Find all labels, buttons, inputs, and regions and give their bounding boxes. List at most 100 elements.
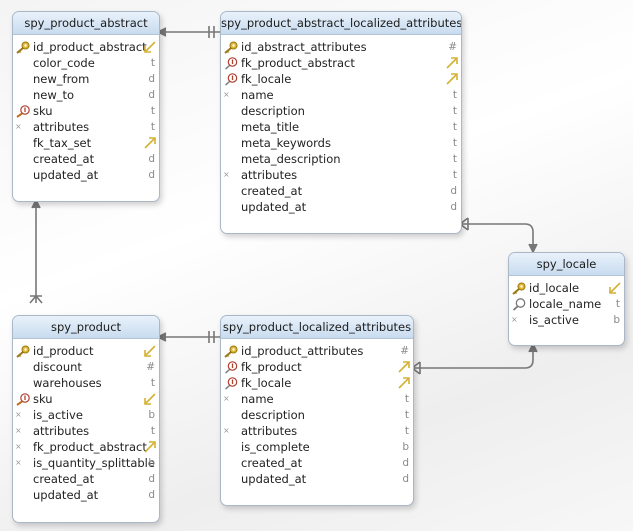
- not-null-icon: ×: [511, 315, 518, 324]
- foreign-key-arrow-icon: [446, 73, 458, 85]
- column-row[interactable]: id_product_abstract: [13, 39, 159, 55]
- foreign-key-arrow-icon: [446, 57, 458, 69]
- column-type: t: [150, 377, 155, 389]
- index-icon: [223, 72, 239, 86]
- blank-icon: [15, 88, 31, 102]
- table-abstract-loc[interactable]: spy_product_abstract_localized_attribute…: [220, 11, 462, 234]
- blank-icon: [223, 104, 239, 118]
- column-row[interactable]: meta_description t: [221, 151, 461, 167]
- column-row[interactable]: id_abstract_attributes#: [221, 39, 461, 55]
- blank-icon: [15, 488, 31, 502]
- table-title[interactable]: spy_product_abstract_localized_attribute…: [221, 12, 461, 35]
- column-row[interactable]: sku: [13, 391, 159, 407]
- link-abstract-loc-to-locale: [460, 223, 534, 252]
- not-null-icon: ×: [15, 458, 22, 467]
- column-row[interactable]: locale_name t: [509, 296, 624, 312]
- column-type: b: [148, 457, 155, 469]
- column-name: sku: [33, 104, 53, 118]
- blank-icon: [15, 168, 31, 182]
- column-row[interactable]: fk_product: [221, 359, 413, 375]
- column-name: attributes: [33, 424, 90, 438]
- column-row[interactable]: discount#: [13, 359, 159, 375]
- column-type: t: [452, 89, 457, 101]
- column-row[interactable]: fk_tax_set: [13, 135, 159, 151]
- column-row[interactable]: fk_locale: [221, 71, 461, 87]
- column-name: meta_keywords: [241, 136, 331, 150]
- table-title[interactable]: spy_product_localized_attributes: [221, 316, 413, 339]
- blank-icon: [15, 56, 31, 70]
- column-name: is_active: [529, 313, 579, 327]
- column-name: fk_tax_set: [33, 136, 92, 150]
- index-icon: [223, 376, 239, 390]
- foreign-key-arrow-icon: [144, 137, 156, 149]
- unique-icon: [15, 392, 31, 406]
- foreign-key-arrow-icon: [398, 361, 410, 373]
- column-type: t: [615, 298, 620, 310]
- key-arrow-icon: [144, 345, 156, 357]
- blank-icon: [223, 152, 239, 166]
- column-row[interactable]: fk_locale: [221, 375, 413, 391]
- column-row[interactable]: fk_product_abstract: [221, 55, 461, 71]
- table-title[interactable]: spy_product: [13, 316, 159, 339]
- table-product-loc[interactable]: spy_product_localized_attributes id_produ…: [220, 315, 414, 506]
- column-type: t: [452, 169, 457, 181]
- column-row[interactable]: id_product_attributes#: [221, 343, 413, 359]
- column-type: d: [148, 489, 155, 501]
- blank-icon: [223, 472, 239, 486]
- column-name: locale_name: [529, 297, 602, 311]
- column-type: t: [452, 153, 457, 165]
- column-type: t: [452, 137, 457, 149]
- column-type: #: [400, 345, 409, 357]
- column-row[interactable]: id_locale: [509, 280, 624, 296]
- key-icon: [511, 281, 527, 295]
- table-title[interactable]: spy_locale: [509, 253, 624, 276]
- column-row[interactable]: id_product: [13, 343, 159, 359]
- column-type: d: [148, 153, 155, 165]
- unique-icon: [15, 104, 31, 118]
- column-name: fk_product_abstract: [241, 56, 355, 70]
- column-row[interactable]: meta_keywords t: [221, 135, 461, 151]
- column-name: id_product_abstract: [33, 40, 147, 54]
- column-name: is_quantity_splittable: [33, 456, 155, 470]
- column-name: is_complete: [241, 440, 310, 454]
- column-name: id_product: [33, 344, 94, 358]
- link-product-loc-to-locale: [412, 344, 534, 369]
- column-name: sku: [33, 392, 53, 406]
- table-title[interactable]: spy_product_abstract: [13, 12, 159, 35]
- key-arrow-icon: [609, 282, 621, 294]
- column-row[interactable]: ×fk_product_abstract: [13, 439, 159, 455]
- index-icon: [223, 360, 239, 374]
- key-icon: [15, 40, 31, 54]
- blank-icon: [15, 152, 31, 166]
- column-name: meta_description: [241, 152, 341, 166]
